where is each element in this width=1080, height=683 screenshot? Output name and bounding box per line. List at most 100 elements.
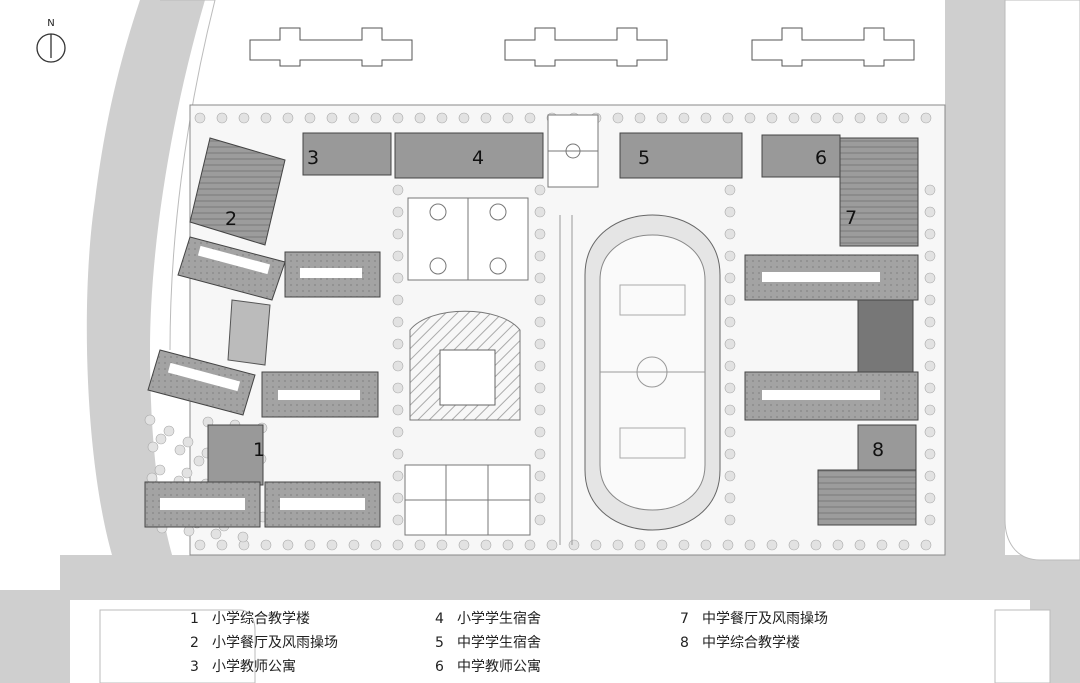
building-8-number: 8 xyxy=(872,439,884,461)
building-7-number: 7 xyxy=(845,207,857,229)
tree xyxy=(210,528,222,540)
tree xyxy=(788,112,800,124)
tree xyxy=(392,294,404,306)
tree xyxy=(524,112,536,124)
tree xyxy=(766,539,778,551)
tree xyxy=(724,338,736,350)
north-label: N xyxy=(47,18,55,29)
tree xyxy=(724,316,736,328)
north-residential-blocks xyxy=(249,27,915,67)
tree xyxy=(924,448,936,460)
building-3-number: 3 xyxy=(307,147,319,169)
tree xyxy=(546,539,558,551)
tree xyxy=(724,426,736,438)
tree xyxy=(348,112,360,124)
tree xyxy=(724,470,736,482)
tree xyxy=(722,539,734,551)
tree xyxy=(920,112,932,124)
tree xyxy=(436,539,448,551)
tree xyxy=(724,250,736,262)
tree xyxy=(590,539,602,551)
tree xyxy=(458,539,470,551)
tree xyxy=(832,112,844,124)
compass-icon xyxy=(36,33,66,63)
tree xyxy=(392,382,404,394)
tree xyxy=(392,360,404,372)
tree xyxy=(656,539,668,551)
tree xyxy=(724,272,736,284)
tree xyxy=(810,112,822,124)
tree xyxy=(920,539,932,551)
tree xyxy=(534,338,546,350)
tree xyxy=(924,184,936,196)
tree xyxy=(414,112,426,124)
trees xyxy=(144,112,936,551)
tree xyxy=(260,112,272,124)
tree xyxy=(348,539,360,551)
tree xyxy=(534,294,546,306)
tree xyxy=(924,382,936,394)
tree xyxy=(144,414,156,426)
tree xyxy=(238,112,250,124)
tree xyxy=(924,360,936,372)
tree xyxy=(788,539,800,551)
tree xyxy=(392,206,404,218)
tree xyxy=(924,316,936,328)
tree xyxy=(392,448,404,460)
tree xyxy=(392,492,404,504)
middle-school-buildings xyxy=(619,132,919,526)
tree xyxy=(924,470,936,482)
tree xyxy=(924,250,936,262)
tree xyxy=(480,539,492,551)
basketball-courts xyxy=(407,114,599,281)
tree xyxy=(744,112,756,124)
tree xyxy=(724,404,736,416)
tree xyxy=(304,112,316,124)
tree xyxy=(502,112,514,124)
tree xyxy=(392,338,404,350)
tree xyxy=(924,294,936,306)
tree xyxy=(534,426,546,438)
tree xyxy=(163,425,175,437)
tree xyxy=(216,112,228,124)
tree xyxy=(174,444,186,456)
tree xyxy=(724,492,736,504)
tree xyxy=(534,514,546,526)
tree xyxy=(534,316,546,328)
tree xyxy=(724,448,736,460)
tree xyxy=(810,539,822,551)
tree xyxy=(193,455,205,467)
tree xyxy=(502,539,514,551)
tree xyxy=(392,250,404,262)
tree xyxy=(724,294,736,306)
tree xyxy=(392,272,404,284)
tree xyxy=(924,272,936,284)
tree xyxy=(414,539,426,551)
tree xyxy=(154,464,166,476)
tree xyxy=(480,112,492,124)
baseball-diamond xyxy=(409,310,521,421)
tree xyxy=(656,112,668,124)
tree xyxy=(370,539,382,551)
north-arrow: N xyxy=(33,18,69,68)
tree xyxy=(147,441,159,453)
tree xyxy=(194,539,206,551)
tree xyxy=(326,539,338,551)
tree xyxy=(392,539,404,551)
tree xyxy=(534,448,546,460)
tree xyxy=(534,228,546,240)
tree xyxy=(722,112,734,124)
tree xyxy=(155,433,167,445)
tree xyxy=(924,228,936,240)
tree xyxy=(534,382,546,394)
tree xyxy=(216,539,228,551)
tree xyxy=(534,404,546,416)
